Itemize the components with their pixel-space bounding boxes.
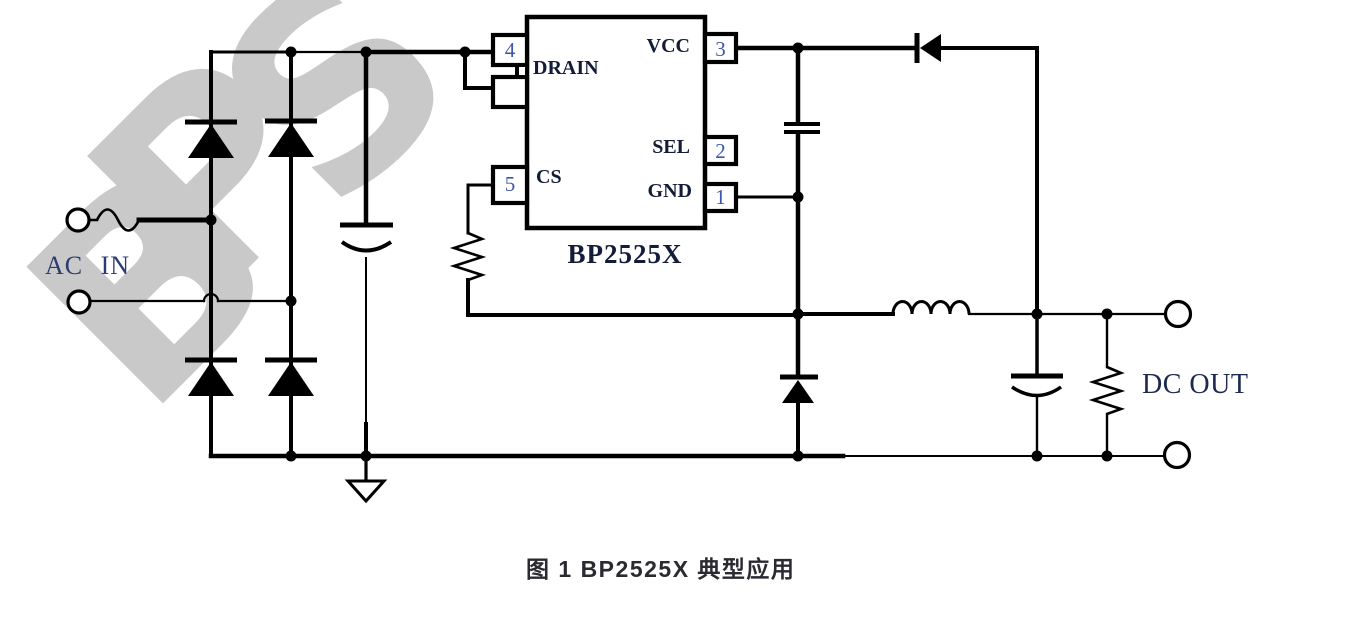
ac-in-label: AC IN <box>45 251 131 280</box>
wire-cs-pin <box>466 183 495 235</box>
freewheel-diode <box>780 374 818 403</box>
cs-resistor <box>449 231 487 282</box>
pin-number-5: 5 <box>504 172 516 196</box>
junction-dot <box>792 42 804 54</box>
junction-dot <box>459 46 471 58</box>
pin-number-4: 4 <box>504 38 516 62</box>
pin-label-gnd: GND <box>647 180 692 202</box>
vcc-capacitor <box>784 122 820 134</box>
crossover-hop <box>202 292 220 303</box>
pin-number-2: 2 <box>715 139 726 163</box>
junction-dot <box>1031 308 1043 320</box>
output-capacitor <box>1011 373 1063 398</box>
ac-terminal-top <box>65 207 91 233</box>
ic-package <box>490 14 739 231</box>
figure-caption: 图 1 BP2525X 典型应用 <box>526 556 796 582</box>
junction-dot <box>1101 308 1113 320</box>
bridge-diode-3 <box>185 357 237 396</box>
junction-dot <box>1101 450 1113 462</box>
pin-pad-notch <box>515 63 529 79</box>
pin-label-sel: SEL <box>652 136 690 158</box>
ac-terminal-bottom <box>66 289 92 315</box>
junction-dot <box>1031 450 1043 462</box>
dc-terminal-top <box>1163 299 1193 329</box>
fuse-icon <box>95 208 141 232</box>
input-filter-capacitor <box>340 222 393 253</box>
pin-pad-4 <box>490 32 530 68</box>
junction-dot <box>792 308 804 320</box>
dc-out-label: DC OUT <box>1142 369 1249 400</box>
junction-dot <box>205 214 217 226</box>
pin-label-cs: CS <box>536 166 562 188</box>
junction-dot <box>285 46 297 58</box>
wire-drain-second-pad <box>463 50 495 90</box>
wire-cs-sense <box>466 278 800 317</box>
wire-vcc-diode-to-output <box>939 46 1039 316</box>
pin-pad-5 <box>490 164 530 206</box>
bridge-diode-1 <box>185 119 237 158</box>
bridge-diode-4 <box>265 357 317 396</box>
ic-name-label: BP2525X <box>567 239 683 269</box>
junction-dots <box>205 42 1113 462</box>
vcc-diode <box>914 33 941 63</box>
terminals <box>65 207 1193 470</box>
pin-label-vcc: VCC <box>646 35 690 57</box>
load-resistor <box>1088 365 1126 416</box>
pin-pad-2 <box>702 134 739 167</box>
junction-dot <box>285 450 297 462</box>
pin-number-1: 1 <box>715 185 726 209</box>
ic-body <box>524 14 708 231</box>
pin-pad-1 <box>702 181 739 214</box>
dc-terminal-bottom <box>1162 440 1192 470</box>
junction-dot <box>360 46 372 58</box>
pin-pad-drain-2 <box>490 74 530 110</box>
inductor-icon <box>891 300 971 315</box>
bridge-rectifier <box>185 118 317 396</box>
junction-dot <box>360 450 372 462</box>
junction-dot <box>792 191 804 203</box>
junction-dot <box>285 295 297 307</box>
ground-icon <box>344 479 388 504</box>
pin-label-drain: DRAIN <box>533 57 599 79</box>
bridge-diode-2 <box>265 118 317 157</box>
junction-dot <box>792 450 804 462</box>
pin-pad-3 <box>702 31 739 65</box>
watermark: B P S <box>0 0 513 465</box>
components <box>95 33 1126 504</box>
pin-number-3: 3 <box>715 37 726 61</box>
